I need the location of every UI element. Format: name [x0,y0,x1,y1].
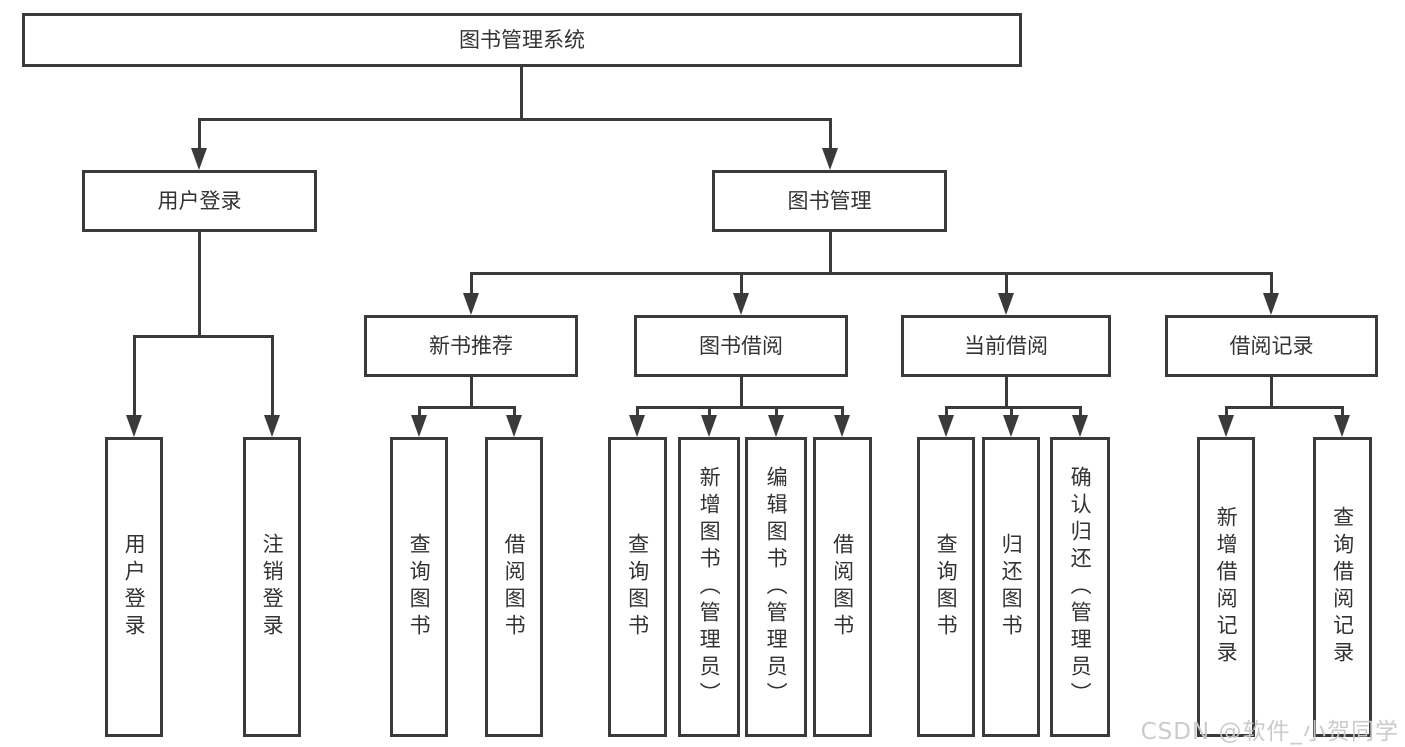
connector-line [520,67,523,119]
arrowhead-down-icon [126,415,142,437]
connector-line [470,272,1273,275]
connector-line [1225,406,1228,417]
csdn-watermark: CSDN @软件_小贺同学 [1140,719,1399,745]
connector-line [513,406,516,417]
node-label: 新增借阅记录 [1214,506,1239,668]
node-query-borrow-record: 查询借阅记录 [1313,437,1372,737]
connector-line [198,118,201,151]
connector-line [636,406,639,417]
connector-line [636,406,844,409]
arrowhead-down-icon [411,415,427,437]
connector-line [470,272,473,295]
node-label: 注销登录 [260,533,285,641]
arrowhead-down-icon [629,415,645,437]
connector-line [1270,377,1273,406]
node-query-books-current: 查询图书 [917,437,975,737]
connector-line [1005,272,1008,295]
connector-line [1341,406,1344,417]
node-logout-action: 注销登录 [243,437,301,737]
node-query-books-borrowing: 查询图书 [608,437,667,737]
connector-line [708,406,711,417]
node-label: 新增图书（管理员） [697,465,722,709]
node-label: 用户登录 [157,188,242,213]
connector-line [1079,406,1082,417]
connector-line [1005,377,1008,406]
node-label: 归还图书 [999,533,1024,641]
node-add-books-admin: 新增图书（管理员） [678,437,740,737]
arrowhead-down-icon [1218,415,1234,437]
connector-line [945,406,1082,409]
arrowhead-down-icon [264,415,280,437]
node-login-action: 用户登录 [105,437,163,737]
connector-line [740,272,743,295]
node-label: 确认归还（管理员） [1068,465,1093,709]
arrowhead-down-icon [1334,415,1350,437]
connector-line [1010,406,1013,417]
node-label: 查询图书 [934,533,959,641]
node-borrow-books-recommend: 借阅图书 [485,437,543,737]
node-user-login: 用户登录 [82,170,317,232]
node-label: 当前借阅 [964,333,1048,358]
arrowhead-down-icon [1003,415,1019,437]
connector-line [198,232,201,335]
node-label: 查询图书 [625,533,650,641]
connector-line [1225,406,1344,409]
arrowhead-down-icon [1263,293,1279,315]
arrowhead-down-icon [191,148,207,170]
arrowhead-down-icon [701,415,717,437]
connector-line [418,406,421,417]
node-new-book-recommend: 新书推荐 [364,315,578,377]
node-label: 图书管理 [787,188,872,213]
node-label: 编辑图书（管理员） [764,465,789,709]
connector-line [740,377,743,406]
node-query-books-recommend: 查询图书 [390,437,448,737]
node-confirm-return-admin: 确认归还（管理员） [1050,437,1110,737]
connector-line [418,406,516,409]
node-return-books: 归还图书 [982,437,1040,737]
connector-line [775,406,778,417]
node-book-borrowing: 图书借阅 [634,315,848,377]
arrowhead-down-icon [733,293,749,315]
arrowhead-down-icon [822,148,838,170]
connector-line [133,335,274,338]
node-borrow-books-borrowing: 借阅图书 [813,437,872,737]
node-add-borrow-record: 新增借阅记录 [1197,437,1255,737]
node-book-management: 图书管理 [712,170,947,232]
arrowhead-down-icon [938,415,954,437]
node-label: 新书推荐 [429,333,513,358]
arrowhead-down-icon [834,415,850,437]
arrowhead-down-icon [768,415,784,437]
connector-line [271,335,274,417]
connector-line [829,118,832,151]
node-label: 借阅图书 [502,533,527,641]
node-book-management-system: 图书管理系统 [22,13,1022,67]
node-current-borrowing: 当前借阅 [901,315,1111,377]
connector-line [829,232,832,272]
node-label: 借阅记录 [1229,333,1314,358]
arrowhead-down-icon [506,415,522,437]
connector-line [841,406,844,417]
node-label: 图书借阅 [699,333,783,358]
node-label: 查询图书 [407,533,432,641]
connector-line [945,406,948,417]
connector-line [198,118,832,121]
node-borrowing-records: 借阅记录 [1165,315,1378,377]
connector-line [133,335,136,417]
connector-line [1270,272,1273,295]
arrowhead-down-icon [463,293,479,315]
arrowhead-down-icon [998,293,1014,315]
node-label: 查询借阅记录 [1330,506,1355,668]
node-label: 用户登录 [122,533,147,641]
node-edit-books-admin: 编辑图书（管理员） [745,437,807,737]
node-label: 图书管理系统 [459,27,585,52]
arrowhead-down-icon [1072,415,1088,437]
node-label: 借阅图书 [830,533,855,641]
connector-line [470,377,473,406]
